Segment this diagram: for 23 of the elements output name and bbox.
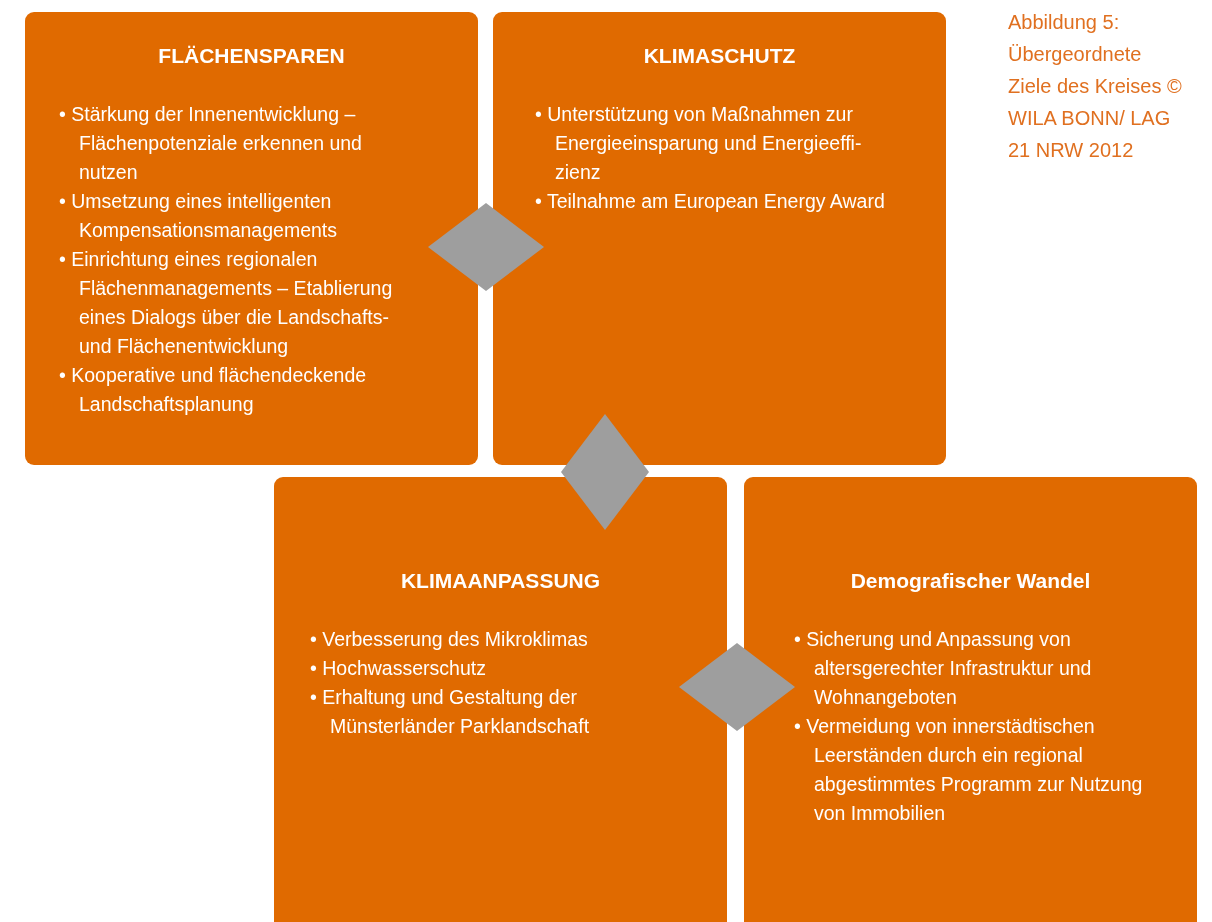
bullet-point: • Sicherung und Anpassung von altersgerechter Infrastruktur und Wohnangeboten [794, 627, 1093, 710]
goal-card [274, 477, 727, 922]
goal-card [25, 12, 478, 465]
diamond-shape [428, 203, 544, 291]
card-heading: KLIMAANPASSUNG [399, 569, 602, 593]
card-heading: KLIMASCHUTZ [642, 44, 797, 68]
bullet-point: • Kooperative und flächendeckende Landschaftsplanung [59, 363, 368, 417]
card-heading: Demografischer Wandel [849, 569, 1092, 593]
card-heading: FLÄCHENSPAREN [157, 44, 346, 68]
diamond-shape [679, 643, 795, 731]
bullet-point: • Vermeidung von innerstädtischen Leerständen durch ein regional abgestimmtes Programm zur Nutzung von Immobilien [794, 714, 1144, 826]
bullet-point: • Umsetzung eines intelligenten Kompensationsmanagements [59, 189, 338, 243]
bullet-point: • Stärkung der Innenentwicklung – Flächenpotenziale erkennen und nutzen [59, 102, 363, 185]
bullet-point: • Erhaltung und Gestaltung der Münsterländer Parklandschaft [310, 685, 591, 739]
bullet-point: • Teilnahme am European Energy Award [535, 189, 886, 214]
figure-caption: Abbildung 5: Übergeordnete Ziele des Kreises © WILA BONN/ LAG 21 NRW 2012 [1008, 10, 1183, 163]
bullet-point: • Unterstützung von Maßnahmen zur Energieeinsparung und Energieeffi- zienz [535, 102, 863, 185]
diamond-shape [561, 414, 649, 530]
bullet-point: • Hochwasserschutz [310, 656, 487, 681]
bullet-point: • Einrichtung eines regionalen Flächenmanagements – Etablierung eines Dialogs über die Landschafts- und Flächenentwicklung [59, 247, 394, 359]
goal-card [493, 12, 946, 465]
goal-card [744, 477, 1197, 922]
bullet-point: • Verbesserung des Mikroklimas [310, 627, 589, 652]
